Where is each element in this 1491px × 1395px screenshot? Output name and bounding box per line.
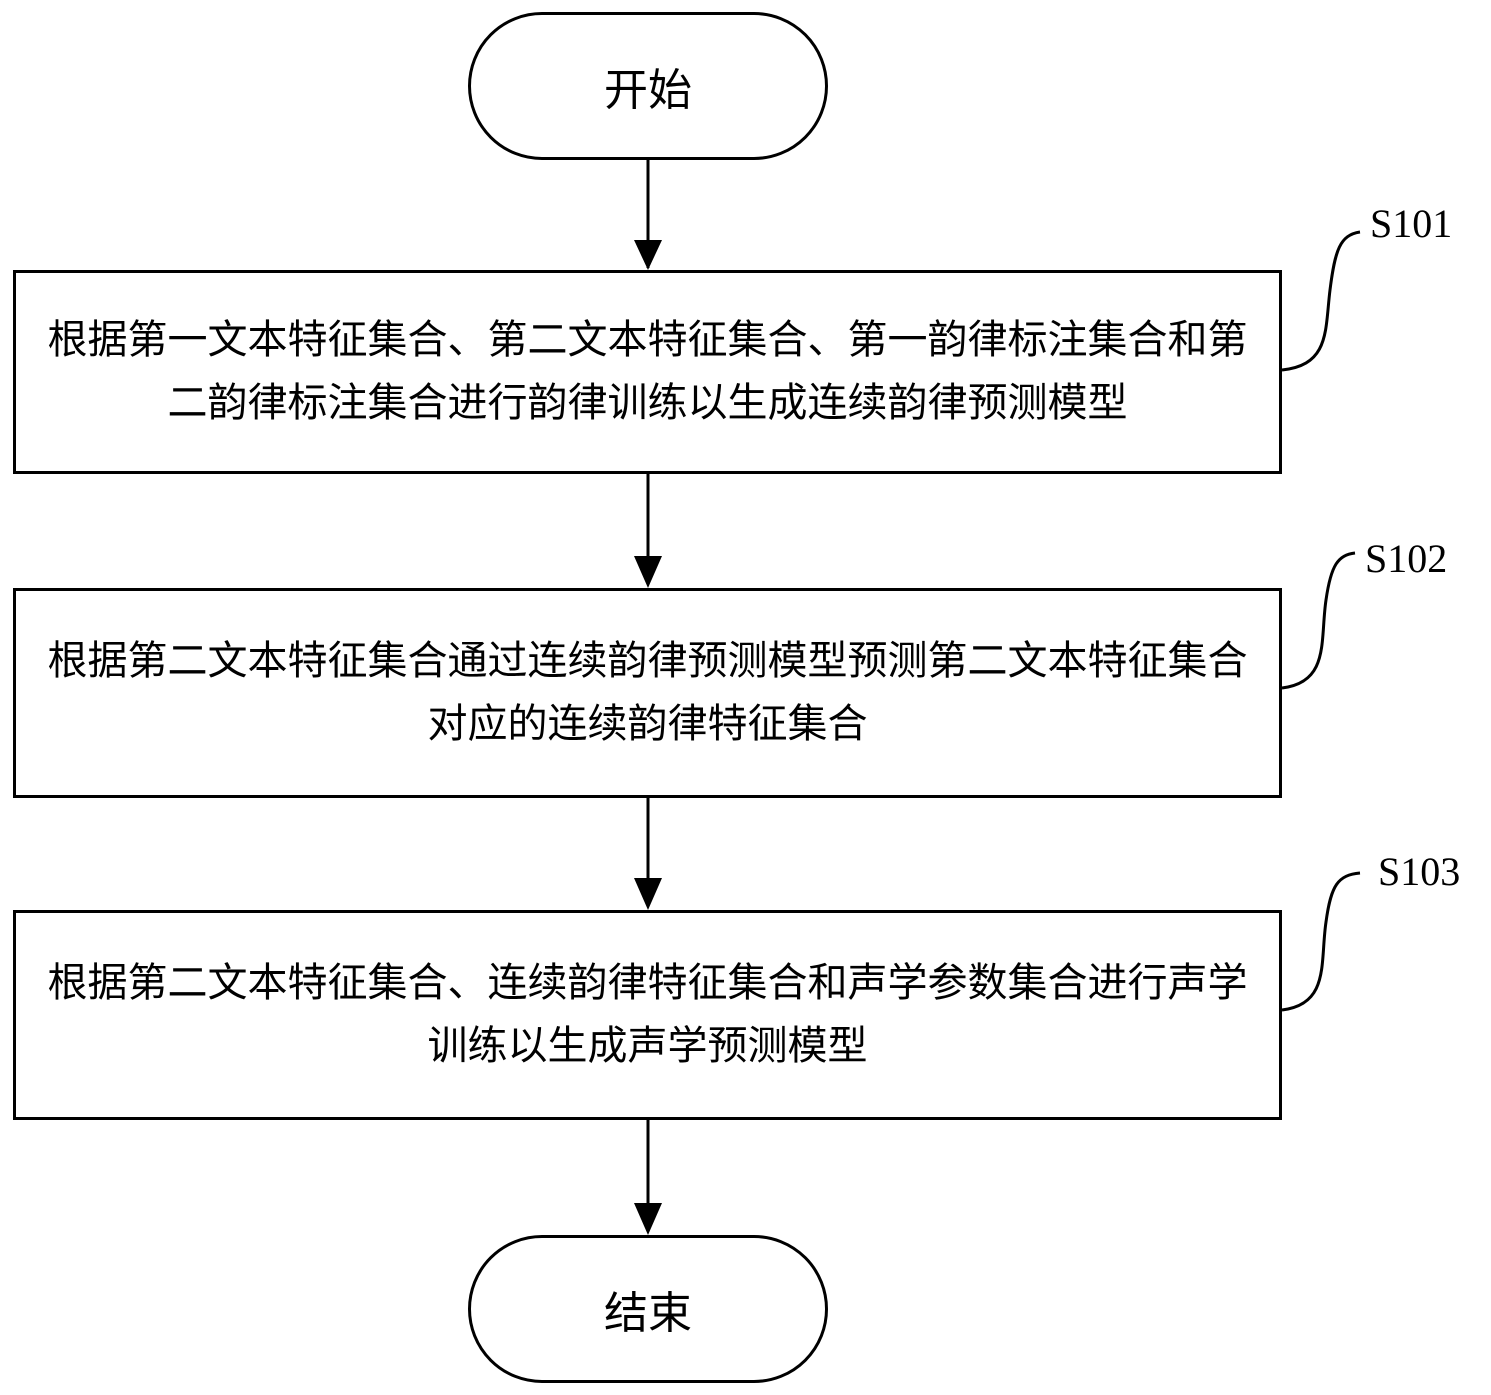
step-box-s103: 根据第二文本特征集合、连续韵律特征集合和声学参数集合进行声学训练以生成声学预测模… xyxy=(13,910,1282,1120)
end-label: 结束 xyxy=(604,1277,692,1341)
step-text-s102: 根据第二文本特征集合通过连续韵律预测模型预测第二文本特征集合对应的连续韵律特征集… xyxy=(44,630,1251,756)
end-terminal: 结束 xyxy=(468,1235,828,1383)
callout-s102 xyxy=(1282,553,1355,688)
step-text-s103: 根据第二文本特征集合、连续韵律特征集合和声学参数集合进行声学训练以生成声学预测模… xyxy=(44,952,1251,1078)
start-label: 开始 xyxy=(604,54,692,118)
step-box-s101: 根据第一文本特征集合、第二文本特征集合、第一韵律标注集合和第二韵律标注集合进行韵… xyxy=(13,270,1282,474)
callout-s103 xyxy=(1282,873,1360,1010)
step-text-s101: 根据第一文本特征集合、第二文本特征集合、第一韵律标注集合和第二韵律标注集合进行韵… xyxy=(44,309,1251,435)
step-label-s101: S101 xyxy=(1370,200,1452,247)
callout-s101 xyxy=(1282,232,1360,370)
step-box-s102: 根据第二文本特征集合通过连续韵律预测模型预测第二文本特征集合对应的连续韵律特征集… xyxy=(13,588,1282,798)
start-terminal: 开始 xyxy=(468,12,828,160)
step-label-s103: S103 xyxy=(1378,848,1460,895)
step-label-s102: S102 xyxy=(1365,535,1447,582)
